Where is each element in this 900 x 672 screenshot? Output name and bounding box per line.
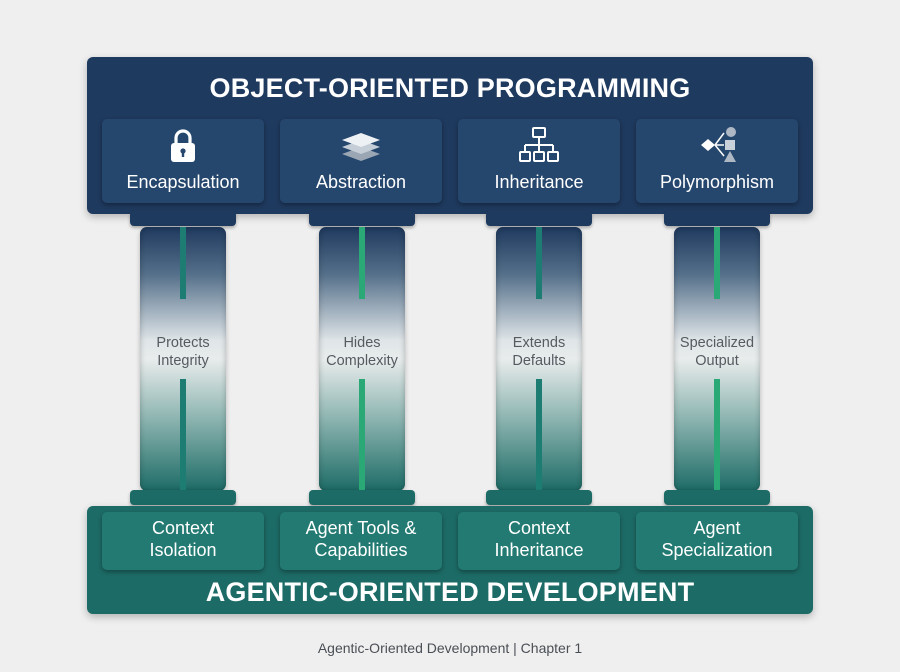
- concept-label-line: Isolation: [149, 540, 217, 560]
- concept-label: Abstraction: [315, 172, 407, 192]
- pillar-text-line: Extends: [512, 335, 566, 351]
- pillar-stripe: [536, 227, 542, 299]
- concept-tile-polymorphism: Polymorphism: [636, 119, 798, 203]
- pillar-stripe: [180, 379, 186, 491]
- pillar-stripe: [359, 379, 365, 491]
- pillar-stripe: [714, 379, 720, 491]
- concept-label-line: Agent: [693, 518, 741, 538]
- pillar-base: [486, 490, 592, 505]
- shapes-icon: [701, 127, 736, 162]
- concept-tile-context-isolation: Context Isolation: [102, 512, 264, 570]
- pillar-capital: [486, 211, 592, 226]
- concept-tile-agent-specialization: Agent Specialization: [636, 512, 798, 570]
- pillar-text-line: Specialized: [679, 335, 755, 351]
- concept-label: Inheritance: [494, 172, 584, 192]
- pillar-text: Hides Complexity: [319, 334, 405, 370]
- pillar-text-line: Output: [695, 353, 739, 369]
- pillar-capital: [664, 211, 770, 226]
- concept-label: Agent Specialization: [636, 517, 798, 561]
- layers-icon: [342, 133, 380, 161]
- hierarchy-icon: [519, 127, 559, 162]
- pillar-text-line: Complexity: [326, 353, 398, 369]
- concept-tile-encapsulation: Encapsulation: [102, 119, 264, 203]
- concept-tile-agent-tools: Agent Tools & Capabilities: [280, 512, 442, 570]
- pillar-base: [309, 490, 415, 505]
- pillar-text: Extends Defaults: [496, 334, 582, 370]
- concept-label-line: Inheritance: [494, 540, 584, 560]
- concept-label: Context Inheritance: [458, 517, 620, 561]
- pillar-stripe: [714, 227, 720, 299]
- pillar-text: Specialized Output: [674, 334, 760, 370]
- concept-label-line: Specialization: [661, 540, 773, 560]
- pillar-text-line: Protects: [156, 335, 210, 351]
- footer-caption: Agentic-Oriented Development | Chapter 1: [317, 640, 583, 656]
- pillar-capital: [309, 211, 415, 226]
- concept-label: Polymorphism: [659, 172, 775, 192]
- pillar-text-line: Hides: [343, 335, 381, 351]
- pillar-polymorphism: Specialized Output: [674, 227, 760, 491]
- pillar-encapsulation: Protects Integrity: [140, 227, 226, 491]
- concept-label-line: Context: [507, 518, 571, 538]
- concept-label-line: Agent Tools &: [305, 518, 417, 538]
- pillar-inheritance: Extends Defaults: [496, 227, 582, 491]
- pillar-text: Protects Integrity: [140, 334, 226, 370]
- pillar-base: [130, 490, 236, 505]
- aod-title: AGENTIC-ORIENTED DEVELOPMENT: [205, 577, 695, 607]
- pillar-base: [664, 490, 770, 505]
- oop-title: OBJECT-ORIENTED PROGRAMMING: [209, 73, 691, 103]
- concept-tile-inheritance: Inheritance: [458, 119, 620, 203]
- pillar-stripe: [536, 379, 542, 491]
- lock-icon: [171, 129, 195, 162]
- pillar-text-line: Defaults: [512, 353, 566, 369]
- pillar-capital: [130, 211, 236, 226]
- concept-tile-context-inheritance: Context Inheritance: [458, 512, 620, 570]
- concept-label: Agent Tools & Capabilities: [280, 517, 442, 561]
- pillar-text-line: Integrity: [157, 353, 209, 369]
- concept-label: Encapsulation: [126, 172, 240, 192]
- concept-tile-abstraction: Abstraction: [280, 119, 442, 203]
- concept-label-line: Context: [151, 518, 215, 538]
- concept-label-line: Capabilities: [314, 540, 408, 560]
- concept-label: Context Isolation: [102, 517, 264, 561]
- pillar-stripe: [180, 227, 186, 299]
- pillar-abstraction: Hides Complexity: [319, 227, 405, 491]
- pillar-stripe: [359, 227, 365, 299]
